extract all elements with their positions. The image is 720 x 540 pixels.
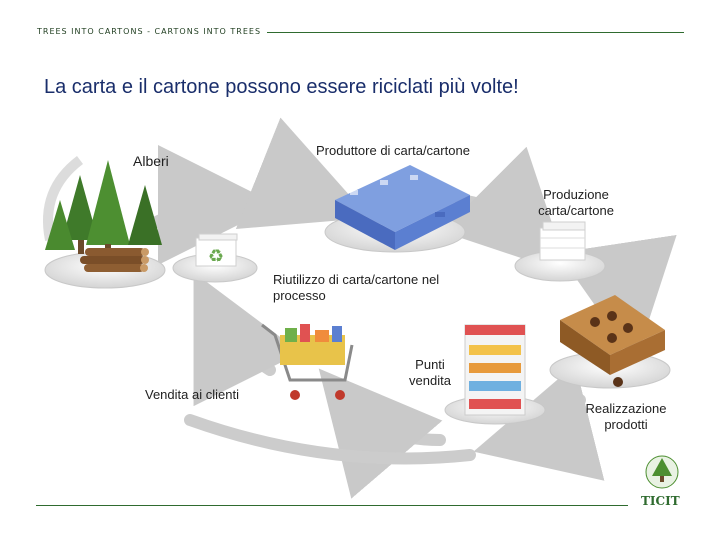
logo-text: TICIT bbox=[641, 494, 680, 508]
label-punti-vendita: Punti vendita bbox=[400, 357, 460, 389]
label-riutilizzo: Riutilizzo di carta/cartone nel processo bbox=[273, 272, 478, 304]
footer-rule bbox=[36, 505, 628, 506]
logs-icon bbox=[80, 248, 149, 272]
paper-stack-icon bbox=[540, 222, 585, 260]
label-realizzazione: Realizzazione prodotti bbox=[576, 401, 676, 433]
arrow-trees-to-paper bbox=[150, 205, 230, 225]
arrow-customer-to-reuse bbox=[215, 315, 270, 370]
arrow-factory-to-production bbox=[460, 200, 535, 240]
store-shelf-icon bbox=[465, 325, 525, 415]
label-produzione: Produzione carta/cartone bbox=[528, 187, 624, 219]
arrow-store-to-customer bbox=[350, 405, 440, 440]
svg-text:♻: ♻ bbox=[208, 246, 224, 267]
label-vendita-clienti: Vendita ai clienti bbox=[145, 387, 239, 403]
recycled-paper-icon: ♻ bbox=[196, 234, 237, 267]
ticit-logo bbox=[646, 456, 678, 488]
arrow-paper-to-factory bbox=[270, 196, 325, 205]
label-produttore: Produttore di carta/cartone bbox=[316, 143, 470, 159]
label-alberi: Alberi bbox=[133, 153, 169, 169]
shopping-cart-icon bbox=[262, 324, 352, 400]
